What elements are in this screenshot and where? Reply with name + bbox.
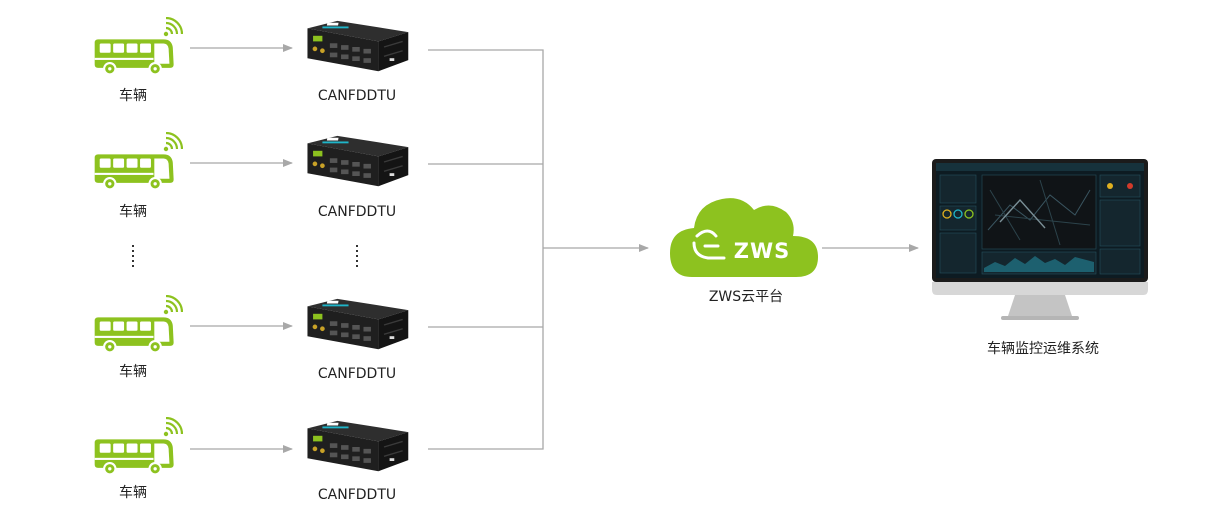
zws-logo-icon bbox=[692, 229, 726, 260]
bus-icon bbox=[94, 439, 174, 476]
signal-icon bbox=[163, 417, 183, 437]
cloud-label: ZWS云平台 bbox=[708, 289, 784, 305]
zws-cloud: ZWS bbox=[670, 198, 818, 277]
vehicle-row-2 bbox=[94, 132, 409, 191]
vehicle-row-4 bbox=[94, 417, 409, 476]
signal-icon bbox=[163, 295, 183, 315]
vehicle-label: 车辆 bbox=[119, 204, 147, 220]
vertical-ellipsis bbox=[356, 245, 358, 270]
collector-lines bbox=[428, 49, 649, 450]
canfddtu-device-icon bbox=[306, 420, 409, 472]
monitor-icon bbox=[932, 159, 1148, 320]
canfddtu-device-icon bbox=[306, 20, 409, 72]
device-label: CANFDDTU bbox=[317, 487, 397, 503]
vehicle-label: 车辆 bbox=[119, 88, 147, 104]
vertical-ellipsis bbox=[132, 245, 134, 270]
vehicle-label: 车辆 bbox=[119, 485, 147, 501]
signal-icon bbox=[163, 17, 183, 37]
monitor-label: 车辆监控运维系统 bbox=[987, 341, 1099, 357]
canfddtu-device-icon bbox=[306, 135, 409, 187]
device-label: CANFDDTU bbox=[317, 204, 397, 220]
device-label: CANFDDTU bbox=[317, 366, 397, 382]
signal-icon bbox=[163, 132, 183, 152]
vehicle-label: 车辆 bbox=[119, 364, 147, 380]
bus-icon bbox=[94, 317, 174, 354]
vehicle-row-1 bbox=[94, 17, 409, 76]
canfddtu-device-icon bbox=[306, 298, 409, 350]
bus-icon bbox=[94, 39, 174, 76]
bus-icon bbox=[94, 154, 174, 191]
device-label: CANFDDTU bbox=[317, 88, 397, 104]
vehicle-row-3 bbox=[94, 295, 409, 354]
cloud-logo-text: ZWS bbox=[734, 239, 791, 263]
